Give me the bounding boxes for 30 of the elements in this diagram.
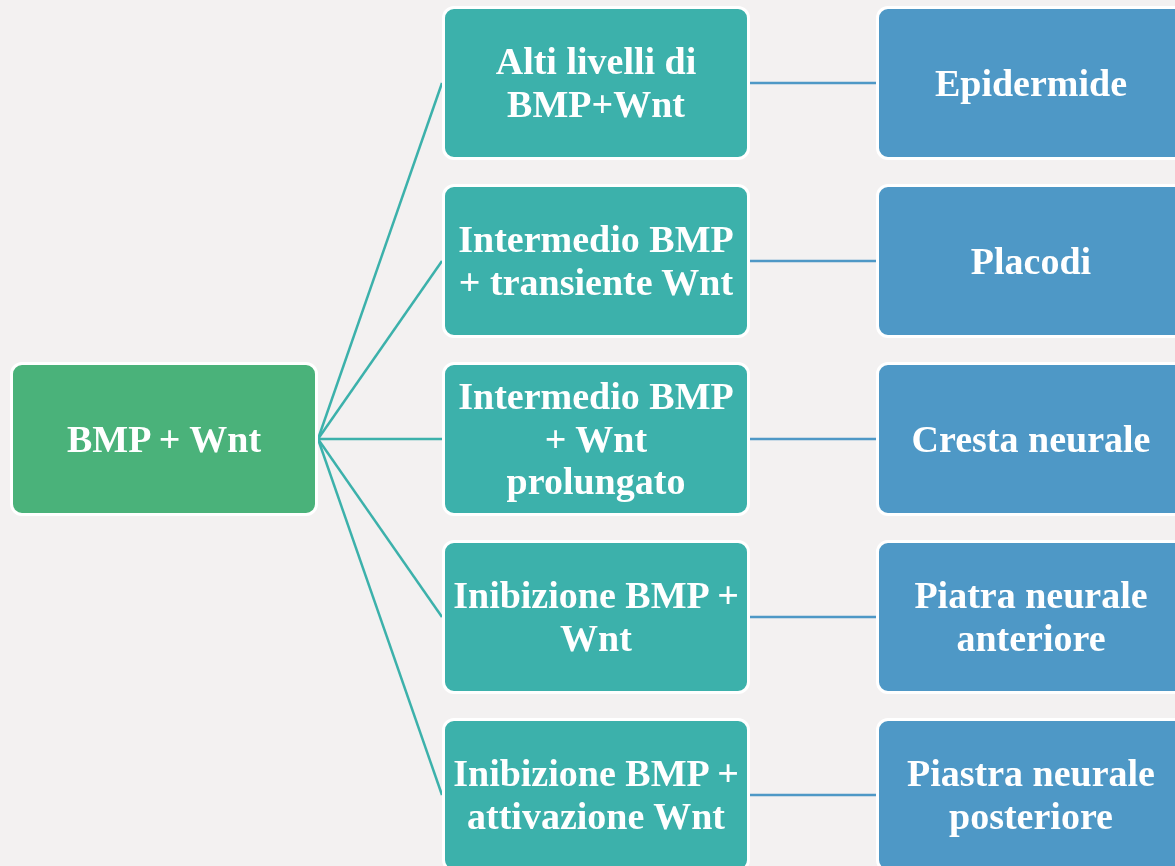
process-box (876, 6, 1175, 160)
box-label: Piatra neurale anteriore (913, 574, 1149, 660)
process-box (442, 184, 750, 338)
process-box (10, 362, 318, 516)
box-label: Cresta neurale (911, 417, 1151, 461)
box-label: Inibizione BMP + attivazione Wnt (452, 752, 740, 838)
box-label: Intermedio BMP + transiente Wnt (457, 218, 735, 304)
box-label: Epidermide (934, 61, 1128, 105)
connector-line (750, 259, 876, 263)
process-box (876, 362, 1175, 516)
connector-line (750, 81, 876, 85)
process-box (876, 184, 1175, 338)
process-box (876, 718, 1175, 866)
connector-line (316, 438, 444, 618)
connector-line (750, 437, 876, 441)
process-box (442, 6, 750, 160)
box-label: Piastra neurale posteriore (906, 752, 1156, 838)
process-box (442, 718, 750, 866)
connector-line (318, 437, 442, 441)
box-label: Placodi (970, 239, 1092, 283)
connector-line (316, 260, 444, 440)
process-box (442, 362, 750, 516)
connector-line (750, 793, 876, 797)
box-label: Intermedio BMP + Wnt prolungato (457, 374, 735, 504)
process-box (442, 540, 750, 694)
box-label: Inibizione BMP + Wnt (452, 574, 740, 660)
process-box (876, 540, 1175, 694)
box-label: BMP + Wnt (66, 417, 262, 461)
connector-line (750, 615, 876, 619)
box-label: Alti livelli di BMP+Wnt (494, 40, 698, 126)
